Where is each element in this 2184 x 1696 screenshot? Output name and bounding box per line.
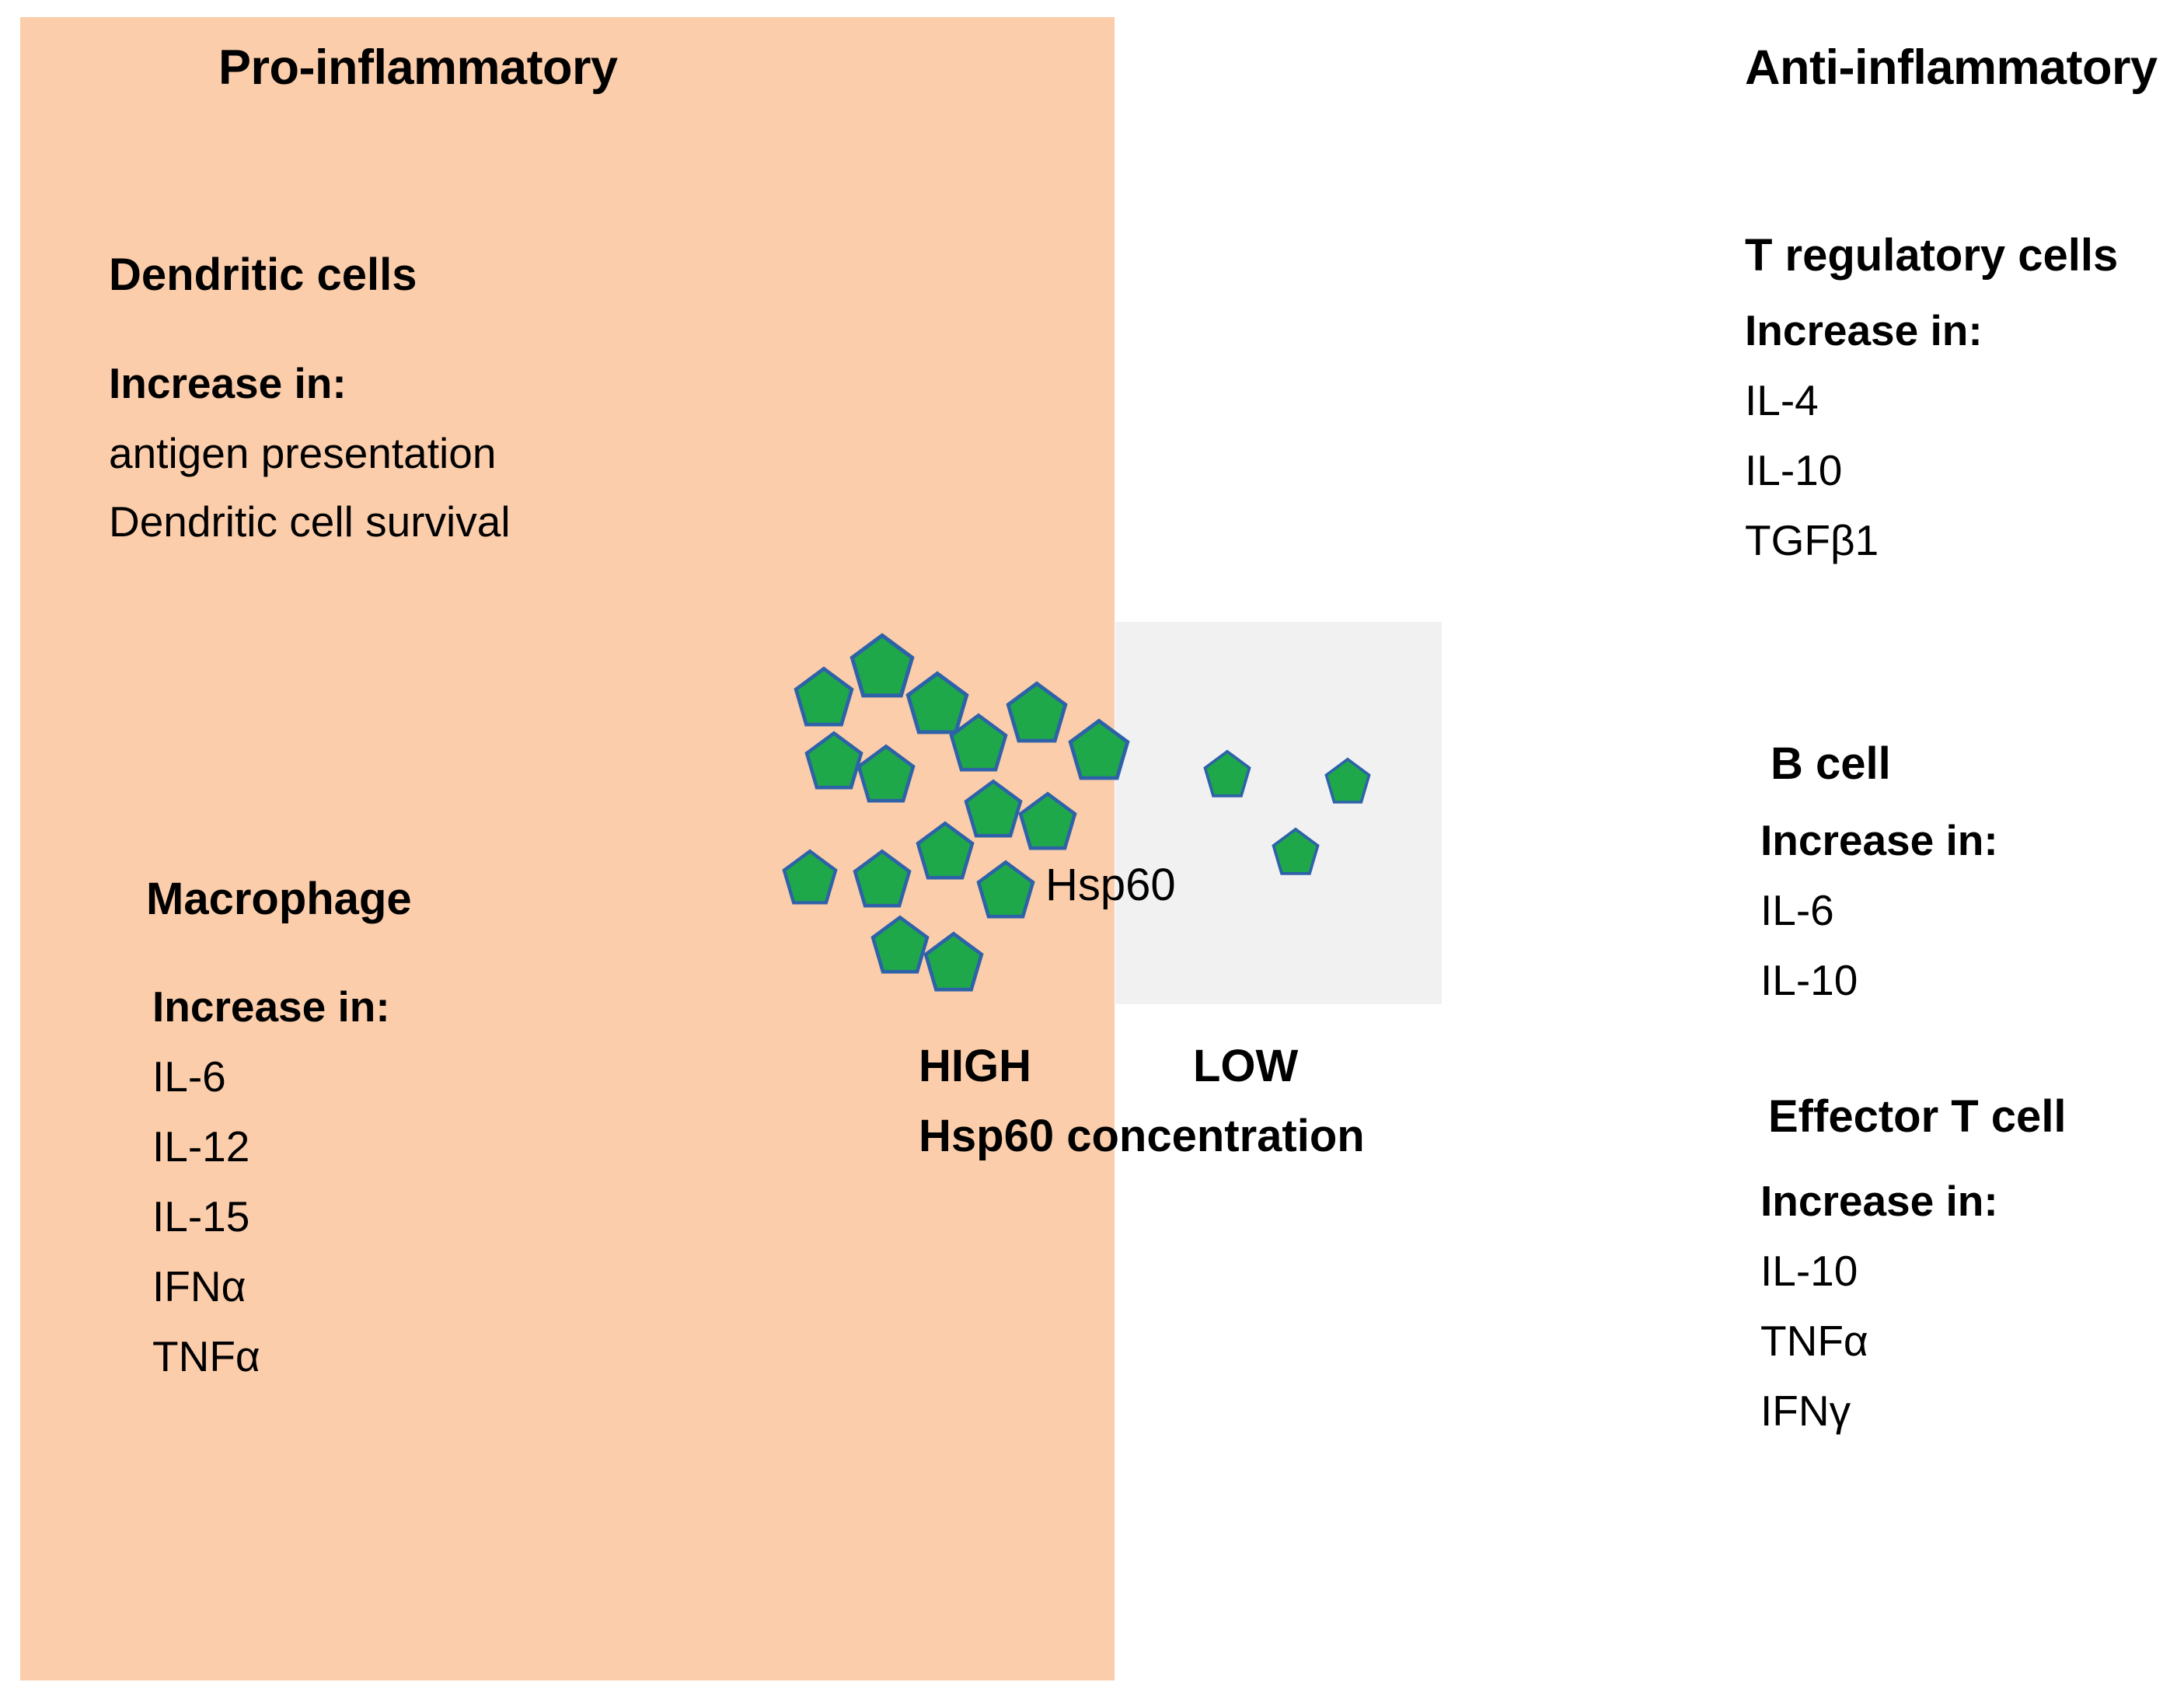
- effector-t-cell-increase-in-label: Increase in:: [1760, 1177, 1998, 1225]
- section-heading-t-regulatory-cells: T regulatory cells: [1745, 230, 2119, 281]
- hsp60-molecule-icon: [794, 665, 854, 730]
- effector-t-cell-item: TNFα: [1760, 1317, 1868, 1365]
- high-label: HIGH: [919, 1041, 1031, 1091]
- hsp60-molecule-icon: [804, 729, 863, 793]
- hsp60-concentration-label: Hsp60 concentration: [919, 1111, 1365, 1161]
- hsp60-molecule-icon: [1203, 748, 1251, 801]
- macrophage-item: TNFα: [152, 1332, 260, 1380]
- b-cell-item: IL-10: [1760, 956, 1858, 1004]
- section-heading-dendritic-cells: Dendritic cells: [109, 250, 417, 300]
- section-heading-effector-t-cell: Effector T cell: [1768, 1091, 2067, 1142]
- low-concentration-box: [1115, 622, 1442, 1004]
- macrophage-item: IL-6: [152, 1052, 226, 1101]
- anti-inflammatory-title: Anti-inflammatory: [1745, 40, 2158, 95]
- hsp60-label: Hsp60: [1045, 860, 1176, 910]
- hsp60-molecule-icon: [857, 742, 916, 806]
- hsp60-molecule-icon: [949, 711, 1008, 775]
- hsp60-molecule-icon: [1068, 717, 1130, 783]
- hsp60-molecule-icon: [976, 858, 1035, 922]
- macrophage-item: IL-12: [152, 1122, 250, 1171]
- t-regulatory-cells-increase-in-label: Increase in:: [1745, 306, 1983, 354]
- hsp60-molecule-icon: [1018, 790, 1077, 853]
- dendritic-cells-increase-in-label: Increase in:: [109, 359, 347, 407]
- hsp60-molecule-icon: [905, 669, 969, 738]
- hsp60-molecule-icon: [964, 777, 1023, 841]
- b-cell-item: IL-6: [1760, 886, 1834, 934]
- hsp60-molecule-icon: [1324, 756, 1371, 807]
- effector-t-cell-item: IFNγ: [1760, 1387, 1851, 1435]
- dendritic-cells-item: Dendritic cell survival: [109, 497, 511, 546]
- macrophage-item: IFNα: [152, 1262, 246, 1310]
- pro-inflammatory-title: Pro-inflammatory: [218, 40, 618, 95]
- dendritic-cells-item: antigen presentation: [109, 429, 497, 477]
- t-regulatory-cells-item: TGFβ1: [1745, 516, 1879, 564]
- b-cell-increase-in-label: Increase in:: [1760, 816, 1998, 864]
- t-regulatory-cells-item: IL-4: [1745, 376, 1819, 424]
- macrophage-increase-in-label: Increase in:: [152, 982, 390, 1031]
- effector-t-cell-item: IL-10: [1760, 1247, 1858, 1295]
- hsp60-molecule-icon: [1272, 825, 1320, 878]
- section-heading-macrophage: Macrophage: [146, 874, 412, 924]
- hsp60-molecule-icon: [1006, 679, 1068, 746]
- hsp60-molecule-icon: [782, 847, 838, 908]
- hsp60-molecule-icon: [916, 819, 975, 883]
- hsp60-molecule-icon: [923, 930, 984, 995]
- t-regulatory-cells-item: IL-10: [1745, 446, 1843, 494]
- macrophage-item: IL-15: [152, 1192, 250, 1241]
- section-heading-b-cell: B cell: [1771, 738, 1891, 789]
- hsp60-molecule-icon: [870, 913, 930, 977]
- hsp60-molecule-icon: [850, 631, 915, 701]
- hsp60-molecule-icon: [853, 847, 912, 911]
- low-label: LOW: [1193, 1041, 1299, 1091]
